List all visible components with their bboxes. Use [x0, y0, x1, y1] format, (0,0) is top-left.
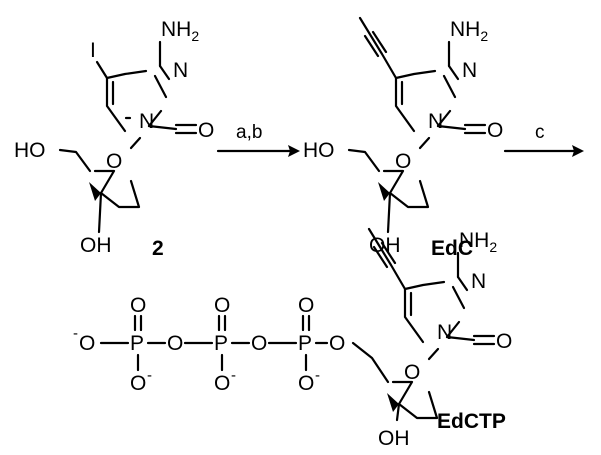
ring-nitrogen-label: N [173, 59, 188, 82]
reaction-arrow-1: a,b [216, 122, 300, 157]
carbonyl-oxygen-label: O [487, 119, 503, 142]
phosphorus-label: P [298, 332, 312, 355]
ring-oxygen-label: O [395, 150, 411, 173]
charge-label: - [147, 367, 152, 384]
compound-label: EdC [431, 237, 473, 260]
phosphate-oxygen-label: O [79, 332, 95, 355]
phosphate-oxygen-label: O [167, 332, 183, 355]
ring-oxygen-label: O [404, 361, 420, 384]
phosphate-oxygen-label: O [130, 294, 146, 317]
compound-2: NH2 I N O N O HO OH 2 [14, 18, 214, 260]
compound-edc: NH2 N O N O HO OH EdC [303, 16, 503, 260]
reaction-conditions: a,b [236, 122, 262, 143]
hydroxyl-label: OH [378, 427, 410, 450]
ring-nitrogen-label: N [139, 110, 154, 133]
phosphorus-label: P [214, 332, 228, 355]
phosphate-oxygen-label: O [214, 372, 230, 395]
amine-label: NH2 [450, 18, 488, 44]
ring-nitrogen-label: N [471, 270, 486, 293]
ring-nitrogen-label: N [437, 321, 452, 344]
hydroxyl-label: OH [80, 234, 112, 257]
reaction-arrow-2: c [503, 122, 584, 157]
compound-label: EdCTP [437, 410, 506, 433]
carbonyl-oxygen-label: O [496, 330, 512, 353]
hydroxyl-label: HO [14, 139, 46, 162]
phosphorus-label: P [130, 332, 144, 355]
phosphate-oxygen-label: O [298, 294, 314, 317]
amine-label: NH2 [161, 18, 199, 44]
ring-nitrogen-label: N [428, 110, 443, 133]
phosphate-oxygen-label: O [298, 372, 314, 395]
phosphate-oxygen-label: O [251, 332, 267, 355]
hydroxyl-label: HO [303, 139, 335, 162]
phosphate-oxygen-label: O [214, 294, 230, 317]
charge-label: - [231, 367, 236, 384]
compound-label: 2 [152, 237, 164, 260]
ring-nitrogen-label: N [462, 59, 477, 82]
ring-oxygen-label: O [106, 150, 122, 173]
carbonyl-oxygen-label: O [198, 119, 214, 142]
compound-edctp: NH2 N O N O OH EdCTP - O P O O - O P O O… [73, 227, 512, 450]
phosphate-oxygen-label: O [130, 372, 146, 395]
charge-label: - [73, 325, 78, 342]
iodine-label: I [90, 39, 96, 62]
reaction-conditions: c [535, 122, 545, 143]
amine-label: NH2 [459, 229, 497, 255]
charge-label: - [315, 367, 320, 384]
phosphate-oxygen-label: O [329, 332, 345, 355]
